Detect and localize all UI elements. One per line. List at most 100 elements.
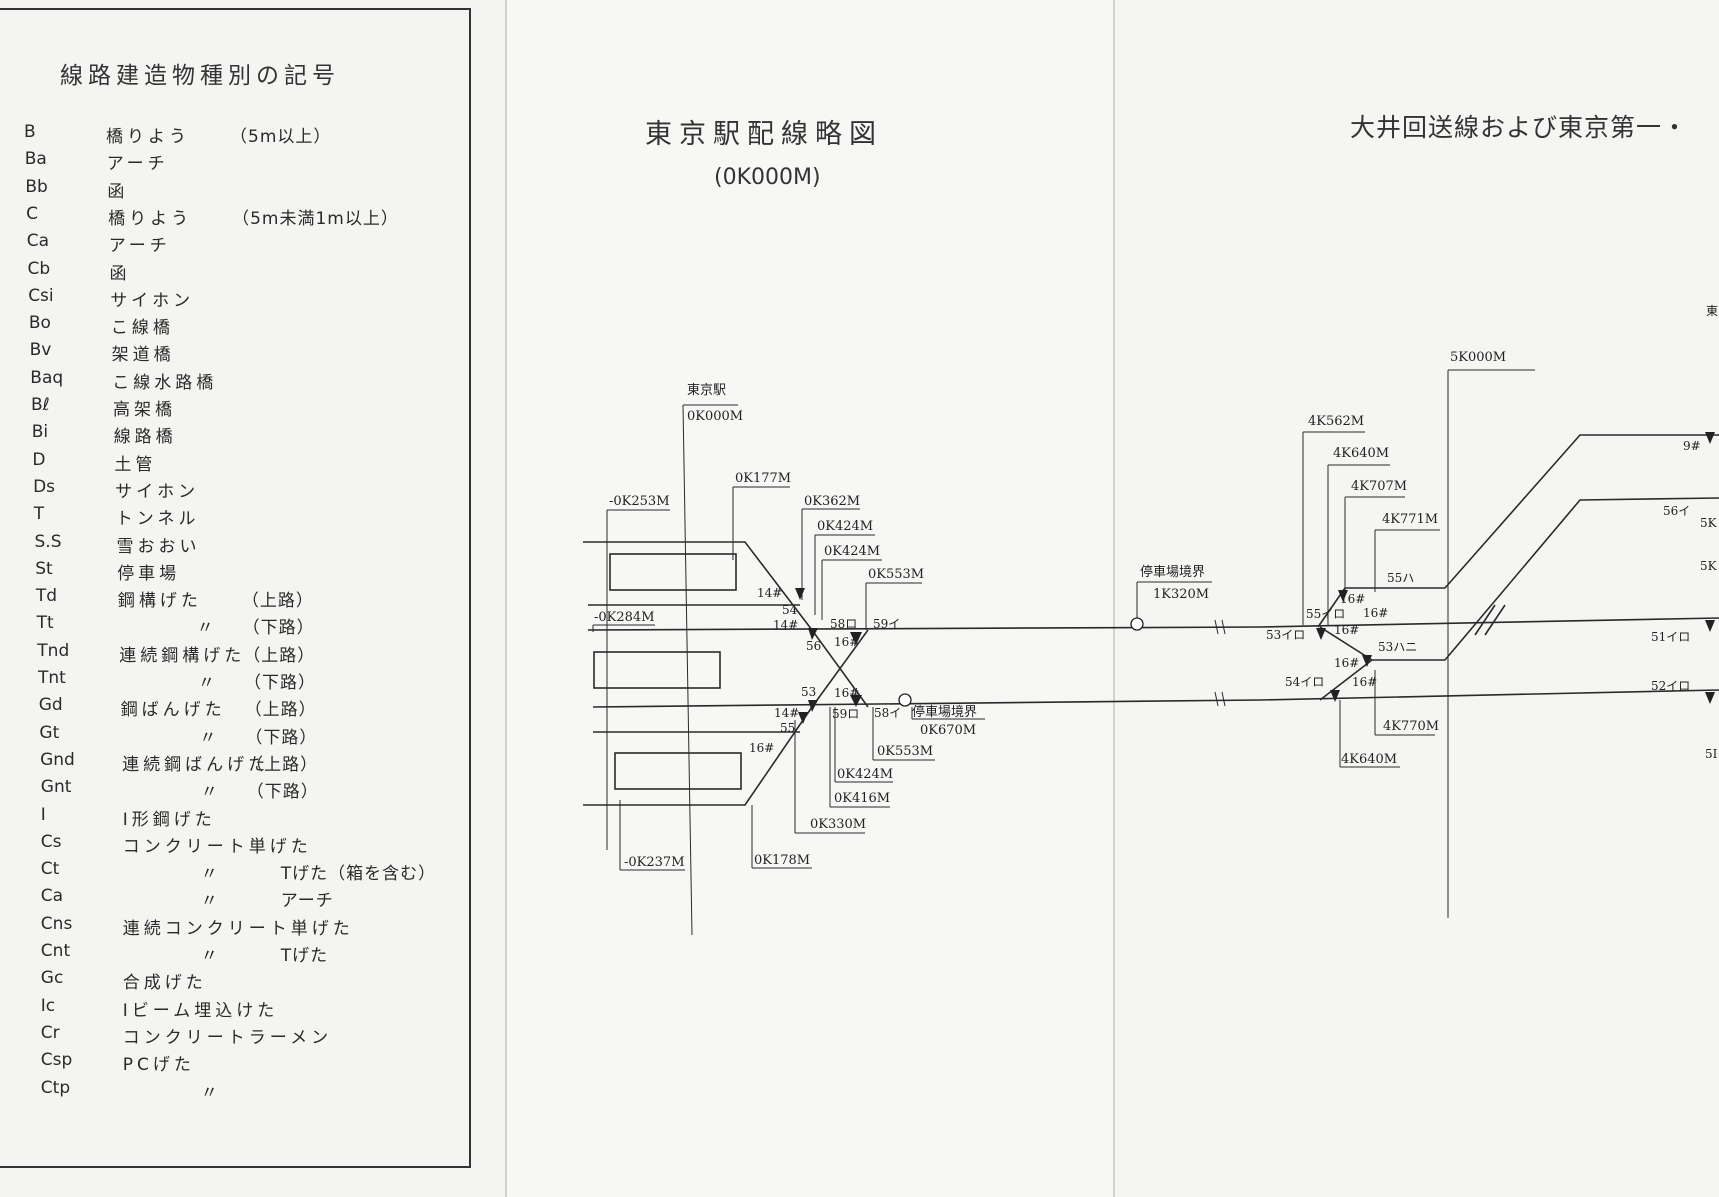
break-marks [1214, 619, 1226, 707]
legend-code: Tt [36, 613, 54, 634]
switch-marker [850, 695, 862, 707]
page-fold [1113, 0, 1115, 1197]
label-km-post: 0K553M [868, 567, 924, 582]
legend-code: Tnt [38, 668, 66, 688]
label-switch: 16# [834, 635, 859, 649]
legend-code: Csi [28, 285, 54, 306]
leader-line [872, 707, 935, 761]
legend-note: Tげた（箱を含む） [280, 864, 437, 885]
legend-code: C [26, 203, 38, 224]
label-switch: 9# [1683, 439, 1701, 453]
legend-code: Csp [40, 1050, 73, 1071]
right-page [1115, 0, 1719, 1197]
track-line [592, 699, 1261, 708]
switch-marker [808, 700, 818, 712]
legend-note: （上路） [244, 700, 317, 721]
legend-description: 橋りよう [108, 208, 193, 229]
label-boundary: 停車場境界 [912, 704, 977, 720]
legend-description: アーチ [106, 154, 169, 175]
leader-line [606, 509, 670, 850]
label-km-post: 0K670M [920, 723, 976, 738]
switch-marker [1316, 628, 1326, 640]
platform [593, 651, 721, 689]
legend-code: Bℓ [31, 395, 50, 415]
legend-note: （下路） [244, 673, 316, 693]
label-km-post: 0K424M [817, 519, 873, 534]
leader-line [834, 707, 893, 783]
legend-row: Cnt〃Tげた [41, 941, 481, 968]
label-switch: 56イ [1663, 504, 1690, 518]
label-km-post: 4K562M [1308, 414, 1364, 429]
leader-line [1447, 369, 1535, 918]
legend-row: Gnt〃（下路） [41, 777, 481, 804]
label-km-post: 0K362M [804, 494, 860, 509]
legend-code: Cb [27, 258, 51, 279]
legend-description: 土管 [114, 454, 157, 475]
legend-description: サイホン [115, 481, 200, 502]
leader-line [794, 720, 865, 834]
legend-note: （上路） [243, 645, 316, 666]
labels: 東京駅 0K000M -0K253M 0K177M 0K362M 0K424M … [594, 304, 1718, 870]
label-switch: 16# [1363, 606, 1388, 620]
legend-code: Bo [28, 313, 51, 334]
legend-title: 線路建造物種別の記号 [60, 63, 340, 89]
legend-code: Cns [40, 913, 73, 934]
leader-line [865, 582, 922, 630]
platform [614, 752, 742, 790]
legend-note: （上路） [246, 754, 319, 775]
label-switch: 53イロ [1266, 628, 1305, 642]
legend-description: 橋りよう [106, 127, 190, 147]
label-switch: 53ハニ [1378, 640, 1417, 654]
leader-line [1339, 700, 1400, 768]
leader-line [1302, 431, 1365, 625]
label-edge: 5K [1700, 516, 1718, 530]
label-switch: 55ハ [1387, 571, 1414, 585]
right-diagram-title: 大井回送線および東京第一・ [1350, 113, 1689, 142]
label-km-post: 0K424M [824, 544, 880, 559]
legend-code: Ba [24, 149, 47, 170]
label-km-post: 1K320M [1153, 587, 1209, 602]
leader-line [814, 534, 875, 615]
leader-line [1374, 529, 1440, 592]
label-km-post: 0K424M [837, 767, 893, 782]
legend-code: St [35, 558, 53, 579]
legend-code: Baq [30, 367, 64, 388]
legend-description: トンネル [115, 509, 200, 530]
legend-description: 函 [107, 181, 129, 202]
legend-code: Cnt [40, 941, 71, 961]
legend-code: Cs [40, 831, 62, 852]
leader-line [751, 805, 812, 869]
legend-row: Ba アーチ [25, 149, 465, 176]
label-km-post: 5K000M [1450, 350, 1506, 365]
switch-marker [1705, 432, 1715, 444]
legend-description: 連続鋼構げた [119, 645, 246, 666]
leader-line [619, 800, 685, 871]
legend-row: Ca〃アーチ [41, 886, 481, 913]
legend-code: Gt [39, 722, 60, 743]
platforms [593, 553, 742, 790]
label-edge: 5I [1705, 747, 1718, 761]
label-km-post: 0K553M [877, 744, 933, 759]
legend-code: Bi [31, 422, 49, 443]
label-km-post: 0K416M [834, 791, 890, 806]
legend-row: Gt〃（下路） [39, 723, 479, 750]
track-line [583, 706, 813, 806]
boundary-marker [898, 693, 912, 707]
legend-code: Ic [40, 995, 56, 1016]
legend-note: （5m以上） [230, 127, 332, 147]
switch-marker [798, 712, 808, 724]
legend-code: B [24, 122, 36, 142]
label-switch: 54 [782, 603, 798, 617]
leader-line [821, 559, 882, 620]
label-switch: 56 [806, 639, 821, 653]
